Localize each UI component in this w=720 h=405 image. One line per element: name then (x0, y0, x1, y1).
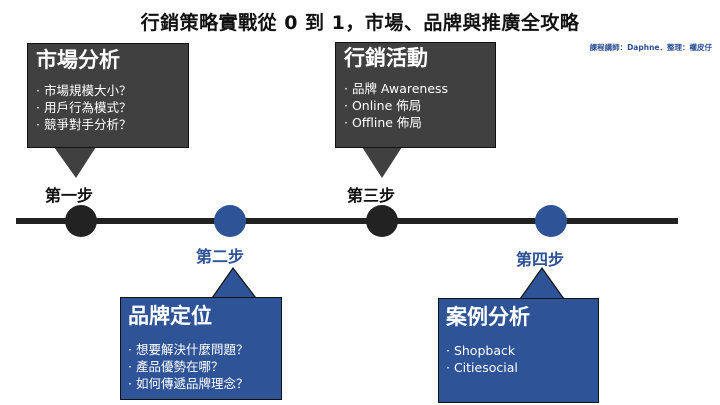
credit-text: 課程講師：Daphne．整理：權皮仔 (589, 43, 712, 52)
list-item: Citiesocial (446, 359, 591, 376)
step-label-1: 第一步 (45, 186, 94, 205)
callout-heading: 行銷活動 (344, 46, 428, 70)
list-item: 市場規模大小？ (36, 82, 180, 99)
step-label-3: 第三步 (347, 186, 396, 205)
list-item: Online 佈局 (344, 97, 487, 114)
callout-tail-step-3 (362, 147, 402, 178)
page-title: 行銷策略實戰從 0 到 1，市場、品牌與推廣全攻略 (140, 12, 580, 34)
list-item: 產品優勢在哪？ (128, 358, 274, 375)
callout-list: 市場規模大小？ 用戶行為模式？ 競爭對手分析？ (36, 82, 180, 133)
milestone-dot-4 (535, 205, 567, 237)
list-item: 競爭對手分析？ (36, 116, 180, 133)
callout-case-studies: 案例分析 Shopback Citiesocial (438, 298, 599, 403)
callout-market-analysis: 市場分析 市場規模大小？ 用戶行為模式？ 競爭對手分析？ (27, 43, 189, 148)
milestone-dot-3 (366, 205, 398, 237)
step-label-4: 第四步 (516, 250, 565, 269)
callout-list: Shopback Citiesocial (446, 342, 591, 376)
milestone-dot-2 (214, 205, 246, 237)
timeline-bar (16, 218, 678, 224)
list-item: Offline 佈局 (344, 114, 487, 131)
callout-tail-step-1 (54, 147, 96, 178)
callout-heading: 案例分析 (446, 305, 530, 329)
callout-list: 品牌 Awareness Online 佈局 Offline 佈局 (344, 80, 487, 131)
list-item: 品牌 Awareness (344, 80, 487, 97)
milestone-dot-1 (65, 205, 97, 237)
list-item: 用戶行為模式？ (36, 99, 180, 116)
callout-marketing-campaigns: 行銷活動 品牌 Awareness Online 佈局 Offline 佈局 (335, 42, 496, 148)
list-item: Shopback (446, 342, 591, 359)
callout-list: 想要解決什麼問題？ 產品優勢在哪？ 如何傳遞品牌理念？ (128, 341, 274, 392)
callout-tail-step-4 (518, 266, 566, 300)
list-item: 想要解決什麼問題？ (128, 341, 274, 358)
callout-tail-step-2 (210, 266, 258, 299)
callout-brand-positioning: 品牌定位 想要解決什麼問題？ 產品優勢在哪？ 如何傳遞品牌理念？ (120, 297, 282, 400)
list-item: 如何傳遞品牌理念？ (128, 375, 274, 392)
step-label-2: 第二步 (196, 247, 245, 266)
callout-heading: 品牌定位 (128, 304, 212, 328)
callout-heading: 市場分析 (36, 48, 120, 72)
